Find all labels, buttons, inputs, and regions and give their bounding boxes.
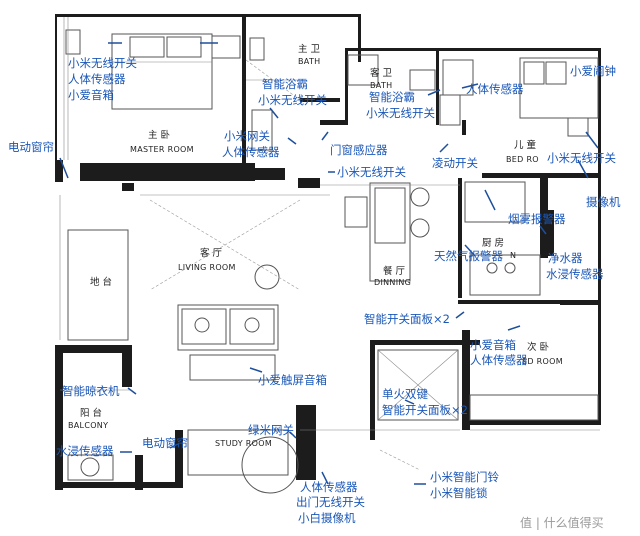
- room-master-zh: 主 卧: [148, 129, 171, 141]
- room-master-en: MASTER ROOM: [130, 145, 194, 154]
- ann-bath-heater-2: 智能浴霸: [369, 90, 415, 104]
- ann-smart-lock: 小米智能锁: [430, 486, 488, 500]
- room-platform-zh: 地 台: [90, 276, 112, 288]
- room-balcony-zh: 阳 台: [80, 407, 102, 419]
- ann-entry-sensor: 人体传感器: [300, 480, 358, 494]
- walls: [55, 14, 601, 490]
- room-living-en: LIVING ROOM: [178, 263, 236, 272]
- ann-entry-switch: 出门无线开关: [296, 495, 365, 509]
- room-master-bath-en: BATH: [298, 57, 320, 66]
- ann-kids-switch: 小米无线开关: [547, 151, 616, 165]
- room-dining-en: DINNING: [374, 278, 411, 287]
- ann-water-sensor-1: 水浸传感器: [546, 267, 604, 281]
- ann-speaker-2: 小爱音箱: [470, 338, 516, 352]
- ann-corridor-switch: 小米无线开关: [337, 165, 406, 179]
- ann-gas-alarm: 天然气报警器: [434, 249, 503, 263]
- ann-master-switch: 小米无线开关: [68, 56, 137, 70]
- room-living-zh: 客 厅: [200, 247, 223, 259]
- ann-kids-sensor: 人体传感器: [466, 82, 524, 96]
- room-master-bath-zh: 主 卫: [298, 43, 321, 55]
- ann-kids-clock: 小爱闹钟: [570, 64, 616, 78]
- ann-doorbell: 小米智能门铃: [430, 470, 499, 484]
- ann-bath-switch-2: 小米无线开关: [366, 106, 435, 120]
- ann-master-sensor: 人体传感器: [68, 72, 126, 86]
- room-study-en: STUDY ROOM: [215, 439, 272, 448]
- ann-single-fire-2: 智能开关面板×2: [382, 403, 468, 417]
- annotations: 小米无线开关 人体传感器 小爱音箱 电动窗帘 智能浴霸 小米无线开关 智能浴霸 …: [8, 56, 621, 525]
- ann-single-fire-1: 单火双键: [382, 387, 428, 401]
- ann-green-gateway: 绿米网关: [248, 423, 294, 437]
- ann-wave-switch: 凌动开关: [432, 156, 478, 170]
- ann-water-sensor-2: 水浸传感器: [56, 444, 114, 458]
- ann-curtain-2: 电动窗帘: [142, 436, 188, 450]
- room-kitchen-en: N: [510, 251, 516, 260]
- room-guest-bath-en: BATH: [370, 81, 392, 90]
- ann-smoke-alarm: 烟雾报警器: [508, 212, 566, 226]
- room-kitchen-zh: 厨 房: [482, 237, 504, 249]
- ann-bath-heater-1: 智能浴霸: [262, 77, 308, 91]
- ann-small-camera: 小白摄像机: [298, 511, 356, 525]
- room-second-zh: 次 卧: [527, 341, 550, 353]
- ann-sensor-2: 人体传感器: [470, 353, 528, 367]
- ann-water-purifier: 净水器: [548, 251, 583, 265]
- furniture: [59, 17, 600, 494]
- ann-door-sensor: 门窗感应器: [330, 143, 388, 157]
- ann-bath-switch-1: 小米无线开关: [258, 93, 327, 107]
- ann-camera: 摄像机: [586, 195, 621, 209]
- room-kids-zh: 儿 童: [514, 139, 537, 151]
- room-kids-en: BED RO: [506, 155, 539, 164]
- ann-curtain-1: 电动窗帘: [8, 140, 54, 154]
- room-second-en: ED ROOM: [522, 357, 563, 366]
- ann-gateway: 小米网关: [224, 129, 270, 143]
- room-guest-bath-zh: 客 卫: [370, 67, 393, 79]
- ann-master-speaker: 小爱音箱: [68, 88, 114, 102]
- ann-drying-rack: 智能晾衣机: [62, 384, 120, 398]
- room-balcony-en: BALCONY: [68, 421, 108, 430]
- leader-arrows: [59, 42, 599, 485]
- watermark: 值 | 什么值得买: [520, 515, 604, 530]
- ann-gateway-sensor: 人体传感器: [222, 145, 280, 159]
- room-labels: 主 卧 MASTER ROOM 主 卫 BATH 客 卫 BATH 儿 童 BE…: [68, 43, 563, 448]
- room-dining-zh: 餐 厅: [383, 265, 406, 277]
- ann-smart-panel: 智能开关面板×2: [364, 312, 450, 326]
- ann-touch-speaker: 小爱触屏音箱: [258, 373, 327, 387]
